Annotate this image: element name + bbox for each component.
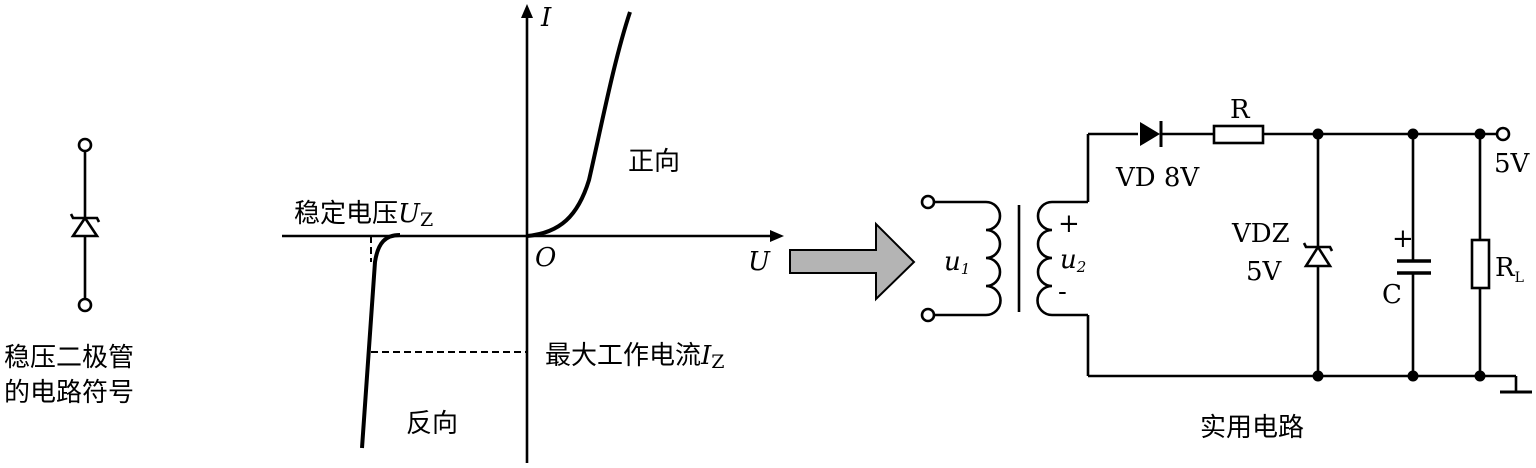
reverse-label: 反向 <box>406 409 458 439</box>
load-resistor <box>1470 238 1491 290</box>
series-resistor <box>1212 124 1265 145</box>
symbol-triangle <box>70 215 100 238</box>
u1-label: u1 <box>944 247 970 278</box>
i-axis-arrow <box>521 4 533 18</box>
forward-curve <box>526 11 632 238</box>
diode-label: VD 8V <box>1115 163 1200 193</box>
zener-label-name: VDZ <box>1231 219 1290 249</box>
circuit-caption: 实用电路 <box>1200 413 1304 443</box>
zener-bar <box>1302 242 1334 252</box>
secondary-coil <box>1036 200 1053 317</box>
symbol-caption-line1: 稳压二极管 <box>4 343 134 373</box>
output-terminal <box>1495 126 1511 142</box>
symbol-bar <box>69 213 101 223</box>
origin-label: O <box>535 243 556 273</box>
junction-dot <box>1407 128 1419 140</box>
junction-dot <box>1474 128 1486 140</box>
zener-label-voltage: 5V <box>1246 257 1283 287</box>
symbol-caption-line2: 的电路符号 <box>4 378 134 408</box>
u2-label: u2 <box>1060 245 1086 276</box>
zener-symbol: 稳压二极管 的电路符号 <box>4 137 134 408</box>
cap-plus: + <box>1392 224 1414 254</box>
symbol-terminal-bottom <box>77 297 93 313</box>
arrow-shape <box>789 221 916 302</box>
junction-dot <box>1312 370 1324 382</box>
primary-terminal-top <box>920 194 936 210</box>
cap-label: C <box>1382 280 1402 310</box>
output-voltage-label: 5V <box>1494 149 1531 179</box>
primary-coil <box>985 200 1002 317</box>
symbol-terminal-top <box>77 137 93 153</box>
u-axis-label: U <box>748 247 771 277</box>
primary-terminal-bottom <box>920 307 936 323</box>
i-axis-label: I <box>540 3 552 33</box>
load-label: RL <box>1495 253 1524 286</box>
forward-label: 正向 <box>628 147 680 177</box>
zener-voltage-label: 稳定电压UZ <box>294 199 433 231</box>
max-current-label: 最大工作电流IZ <box>545 341 725 373</box>
reverse-curve <box>360 233 401 449</box>
junction-dot <box>1312 128 1324 140</box>
transition-arrow <box>789 221 916 302</box>
u2-minus: - <box>1058 277 1067 307</box>
practical-circuit: u1 + - u2 VD 8V R 5V VDZ 5V <box>920 95 1532 443</box>
resistor-label: R <box>1230 95 1251 125</box>
junction-dot <box>1474 370 1486 382</box>
diode-triangle <box>1140 122 1160 146</box>
junction-dot <box>1407 370 1419 382</box>
iv-characteristic: I U O 正向 反向 稳定电压UZ 最大工作电流IZ <box>282 3 784 463</box>
u-axis-arrow <box>770 230 784 242</box>
zener-triangle <box>1303 244 1333 268</box>
u2-plus: + <box>1058 209 1080 239</box>
